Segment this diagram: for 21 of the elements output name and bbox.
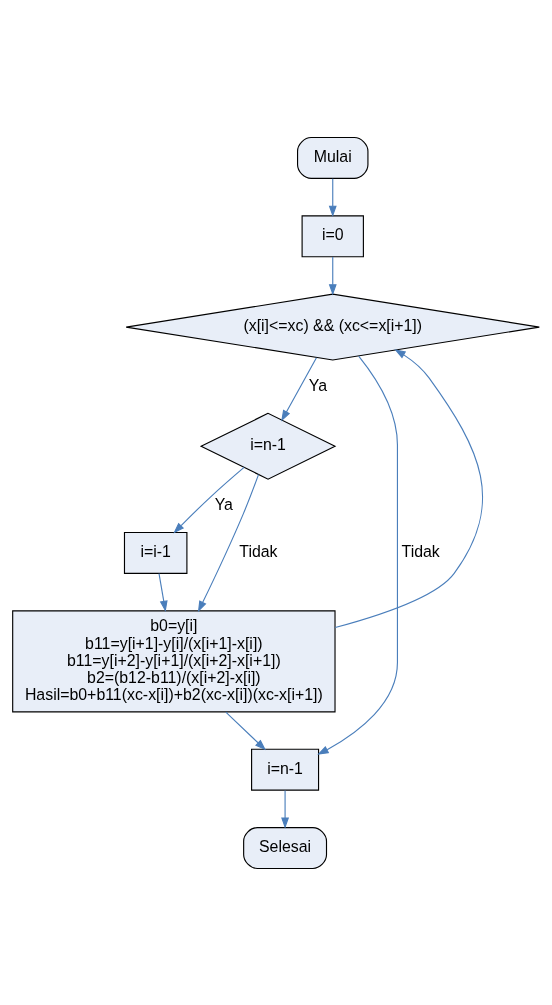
node-box: i=0 <box>301 214 364 257</box>
arrow <box>328 256 337 296</box>
arrow <box>173 466 245 533</box>
arrow <box>317 355 398 755</box>
edge-label: Tidak <box>401 542 440 560</box>
edge-label: Ya <box>308 376 328 394</box>
node-diamond: i=n-1 <box>199 412 337 480</box>
arrow <box>281 789 290 829</box>
node-box: Mulai <box>297 136 369 179</box>
edge-label: Ya <box>214 495 233 513</box>
node-box: i=n-1 <box>251 748 320 791</box>
node-box: b0=y[i] b11=y[i+1]-y[i]/(x[i+1]-x[i]) b11=y[i+2]-y[i+1]/(x[i+2]-x[i+1]) b2=(b12-b11)/(x[i+2]-x[i]) Hasil=b0+b11(xc-x[i])+b2(xc-x[i])(xc-x[i+1]) <box>12 609 336 712</box>
arrow <box>328 177 337 217</box>
arrow <box>225 711 266 750</box>
node-box: Selesai <box>243 826 328 869</box>
arrow <box>197 473 260 612</box>
node-box: i=i-1 <box>123 531 188 574</box>
arrow <box>281 356 317 421</box>
arrow <box>158 572 168 612</box>
edge-label: Tidak <box>239 542 278 560</box>
arrow <box>334 348 484 628</box>
